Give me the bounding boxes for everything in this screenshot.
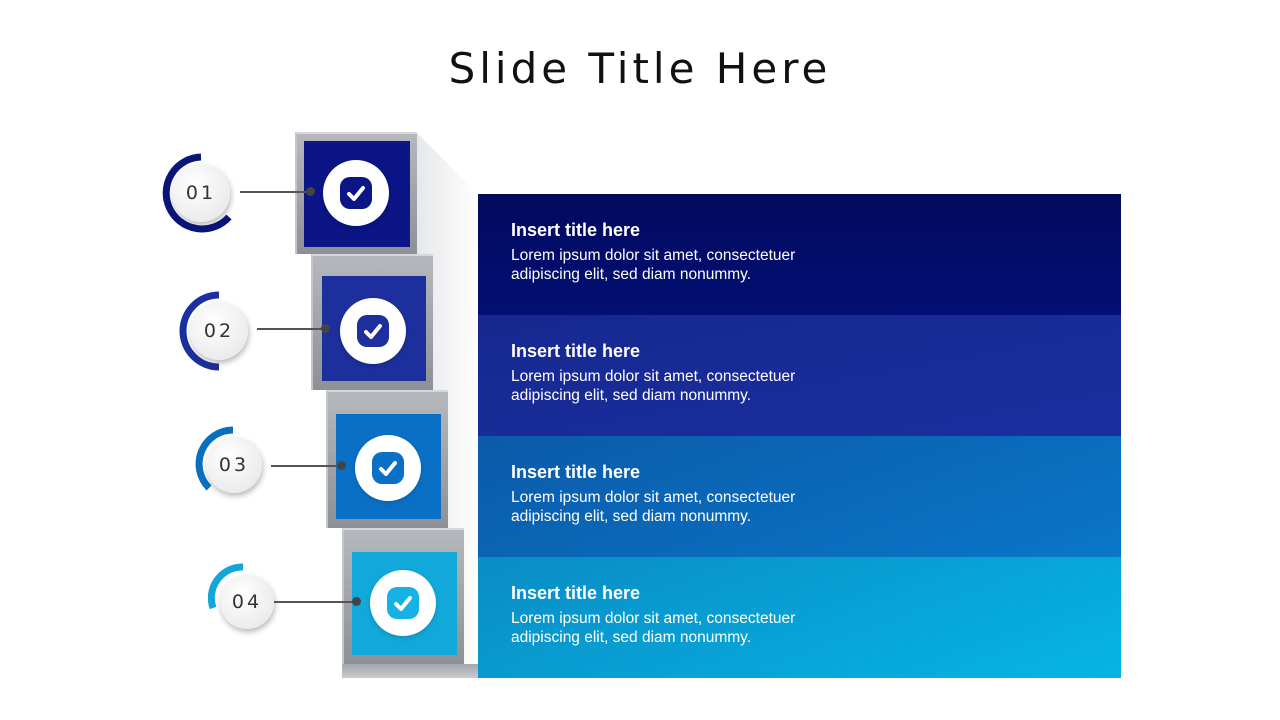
slide-title: Slide Title Here bbox=[448, 44, 832, 93]
step-2-band: Insert title here Lorem ipsum dolor sit … bbox=[478, 315, 1121, 436]
step-4-tile bbox=[342, 528, 464, 664]
step-3-badge bbox=[355, 435, 421, 501]
step-2-number: 02 bbox=[190, 302, 248, 360]
step-2-badge bbox=[340, 298, 406, 364]
check-icon bbox=[379, 461, 397, 476]
step-1-connector bbox=[240, 191, 310, 193]
step-1-connector-dot bbox=[306, 187, 315, 196]
step-4-connector bbox=[274, 601, 356, 603]
step-1-badge bbox=[323, 160, 389, 226]
step-1-body: Lorem ipsum dolor sit amet, consectetuer… bbox=[511, 247, 796, 283]
check-icon bbox=[364, 324, 382, 339]
step-1-tile bbox=[295, 132, 417, 254]
step-1-band: Insert title here Lorem ipsum dolor sit … bbox=[478, 194, 1121, 315]
step-3-band: Insert title here Lorem ipsum dolor sit … bbox=[478, 436, 1121, 557]
step-2-body: Lorem ipsum dolor sit amet, consectetuer… bbox=[511, 368, 796, 404]
step-3-number: 03 bbox=[206, 437, 262, 493]
step-3-title: Insert title here bbox=[511, 462, 641, 482]
step-3-body: Lorem ipsum dolor sit amet, consectetuer… bbox=[511, 489, 796, 525]
step-1-ring bbox=[162, 153, 232, 233]
check-icon bbox=[347, 186, 365, 201]
step-2-ring bbox=[179, 291, 220, 371]
step-2-connector-dot bbox=[321, 324, 330, 333]
step-4-connector-dot bbox=[352, 597, 361, 606]
step-2-connector bbox=[257, 328, 325, 330]
step-4-number: 04 bbox=[220, 575, 274, 629]
step-2-tile bbox=[311, 254, 433, 390]
step-3-ring bbox=[195, 426, 234, 491]
step-4-band: Insert title here Lorem ipsum dolor sit … bbox=[478, 557, 1121, 678]
step-1-title: Insert title here bbox=[511, 220, 641, 240]
step-4-title: Insert title here bbox=[511, 583, 641, 603]
stack-base bbox=[342, 664, 478, 678]
check-icon bbox=[394, 596, 412, 611]
step-3-connector-dot bbox=[337, 461, 346, 470]
step-4-body: Lorem ipsum dolor sit amet, consectetuer… bbox=[511, 610, 796, 646]
step-4-ring bbox=[208, 563, 244, 610]
step-1-number: 01 bbox=[172, 164, 230, 222]
step-4-badge bbox=[370, 570, 436, 636]
step-3-tile bbox=[326, 390, 448, 528]
step-2-title: Insert title here bbox=[511, 341, 641, 361]
step-3-connector bbox=[271, 465, 341, 467]
